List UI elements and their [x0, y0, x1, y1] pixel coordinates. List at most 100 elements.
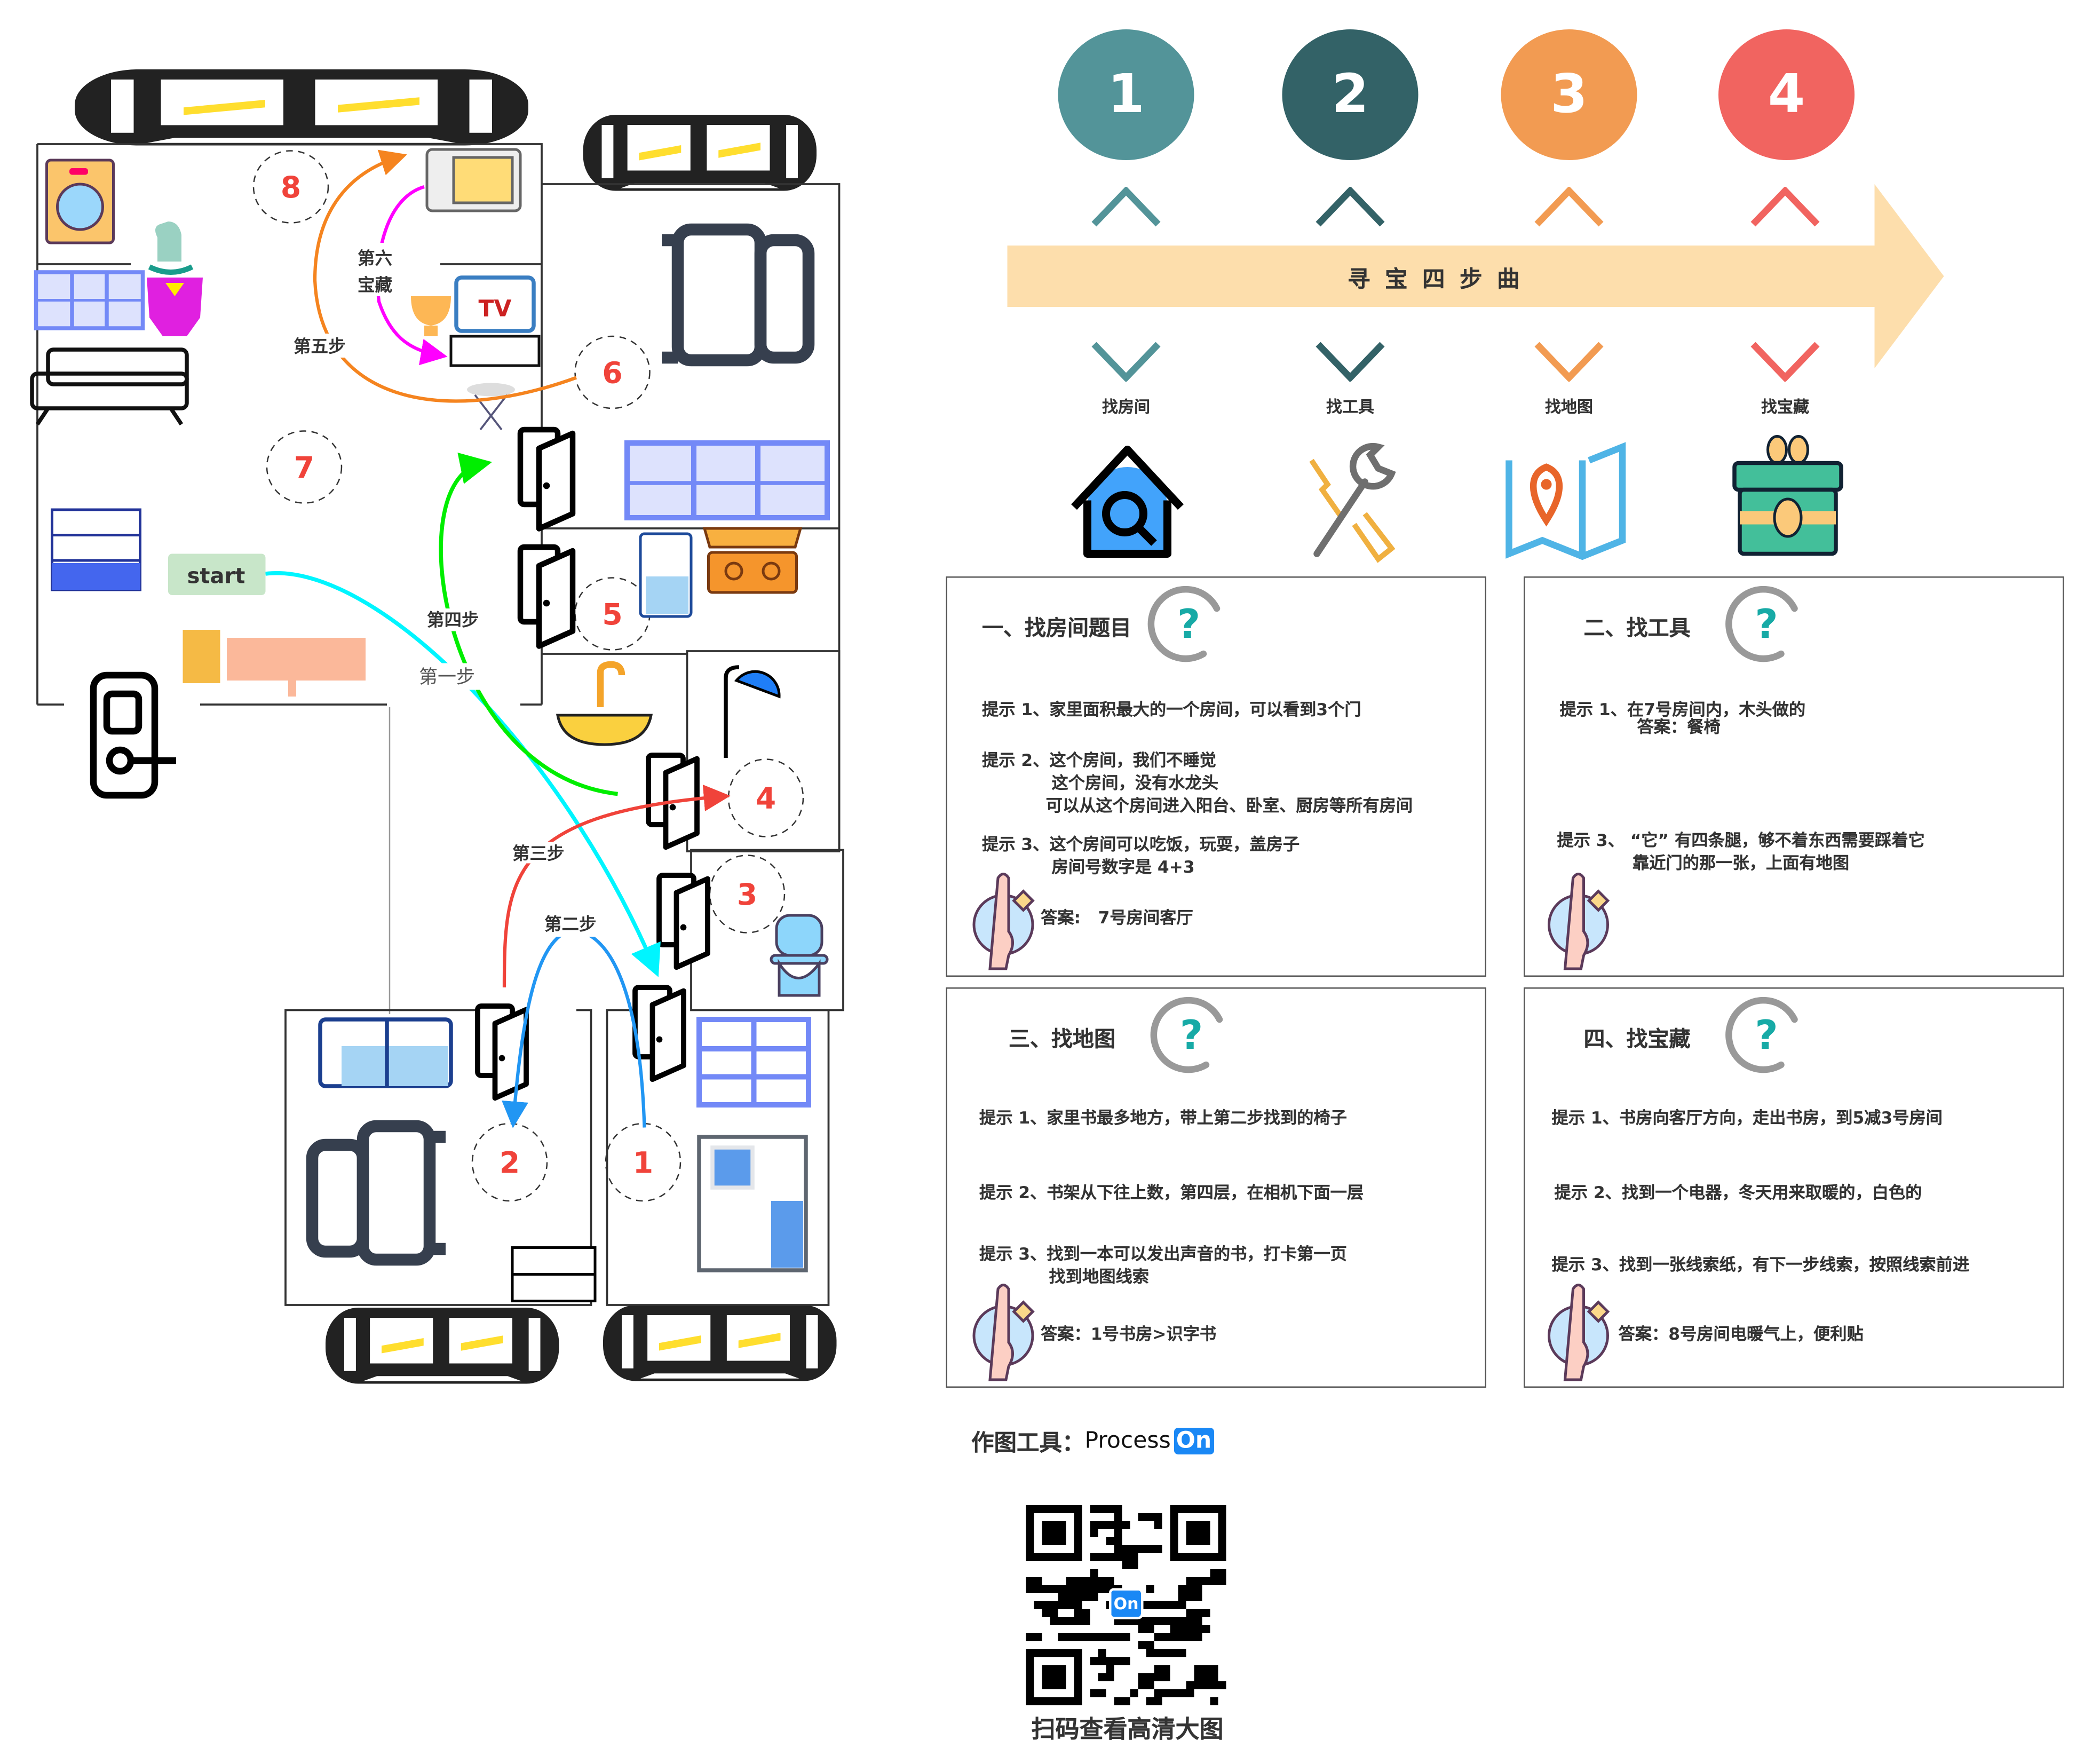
svg-text:TV: TV — [479, 296, 512, 322]
bed-icon-room6 — [662, 223, 815, 367]
question-mark-icon: ? — [1147, 586, 1221, 662]
card-find-room: 一、找房间题目 ? 提示 1、家里面积最大的一个房间，可以看到3个门 提示 2、… — [946, 576, 1486, 977]
tools-icon — [1309, 442, 1396, 563]
room-marker-1: 1 — [605, 1122, 682, 1202]
floor-plan: 8 7 6 5 4 3 2 1 — [30, 69, 844, 1384]
step-circle-1: 1 — [1058, 29, 1194, 160]
answer-text: 答案：餐椅 — [1637, 716, 1721, 737]
bookshelf-icon — [696, 1017, 811, 1108]
svg-text:start: start — [187, 564, 245, 589]
timeline-arrow-band — [1007, 246, 1875, 307]
shower-icon — [724, 665, 781, 758]
step-circle-3: 3 — [1501, 29, 1637, 160]
svg-text:4: 4 — [756, 781, 776, 816]
map-pin-icon — [1506, 442, 1626, 560]
path-step1 — [265, 571, 661, 977]
label-step1: 第一步 — [419, 667, 475, 688]
question-mark-icon: ? — [1150, 996, 1223, 1073]
sink-icon — [556, 661, 653, 746]
svg-text:?: ? — [1755, 600, 1778, 647]
hint-3: 提示 3、 “它” 有四条腿，够不着东西需要踩着它 靠近门的那一张，上面有地图 — [1557, 830, 1925, 873]
hint-3: 提示 3、找到一张线索纸，有下一步线索，按照线索前进 — [1551, 1254, 1970, 1275]
room-marker-5: 5 — [574, 577, 651, 651]
step-circle-4: 4 — [1718, 29, 1855, 160]
washing-machine-icon — [45, 159, 115, 244]
step-name-2: 找工具 — [1326, 398, 1374, 416]
door-room5 — [520, 547, 573, 646]
pointing-hand-icon — [1548, 873, 1610, 970]
svg-text:7: 7 — [294, 450, 314, 485]
hint-1: 提示 1、家里面积最大的一个房间，可以看到3个门 — [982, 699, 1361, 719]
dresser-icon — [51, 508, 141, 591]
gift-box-icon — [1732, 435, 1843, 556]
chevron-up-icon — [1091, 187, 1161, 227]
card-title: 二、找工具 — [1583, 615, 1691, 641]
card-title: 四、找宝藏 — [1583, 1026, 1691, 1052]
svg-text:1: 1 — [633, 1146, 653, 1180]
room-marker-4: 4 — [727, 758, 804, 837]
pointing-hand-icon — [972, 873, 1035, 970]
chevron-up-icon — [1750, 187, 1820, 227]
hint-3: 提示 3、这个房间可以吃饭，玩耍，盖房子 房间号数字是 4+3 — [982, 834, 1300, 877]
chevron-up-icon — [1534, 187, 1604, 227]
toilet-icon — [770, 914, 829, 997]
wardrobe-icon-room2 — [318, 1017, 453, 1088]
card-title: 一、找房间题目 — [982, 615, 1132, 641]
hint-1: 提示 1、家里书最多地方，带上第二步找到的椅子 — [979, 1108, 1347, 1128]
chevron-down-icon — [1534, 342, 1604, 382]
svg-text:?: ? — [1180, 1011, 1203, 1058]
window-bottom-right — [603, 1305, 837, 1381]
hint-2: 提示 2、书架从下往上数，第四层，在相机下面一层 — [979, 1182, 1364, 1203]
room-markers: 8 7 6 5 4 3 2 1 — [252, 150, 804, 1202]
brand-on-logo: On — [1173, 1427, 1215, 1454]
chevron-down-icon — [1316, 342, 1385, 382]
timeline-arrow-head — [1874, 184, 1944, 368]
answer-text: 答案: 7号房间客厅 — [1041, 907, 1193, 928]
svg-text:6: 6 — [602, 356, 622, 390]
card-find-treasure: 四、找宝藏 ? 提示 1、书房向客厅方向，走出书房，到5减3号房间 提示 2、找… — [1524, 987, 2064, 1388]
hint-2: 提示 2、这个房间，我们不睡觉 这个房间，没有水龙头 可以从这个房间进入阳台、卧… — [982, 750, 1413, 816]
label-step6-line1: 第六 — [358, 248, 392, 268]
step-circle-2: 2 — [1282, 29, 1419, 160]
label-step2: 第二步 — [544, 914, 597, 935]
tool-credit: 作图工具： Process On — [971, 1424, 1215, 1457]
step-name-3: 找地图 — [1544, 398, 1593, 416]
pointing-hand-icon — [972, 1284, 1035, 1381]
dining-set-icon — [183, 630, 366, 697]
start-badge: start — [168, 553, 266, 595]
svg-text:5: 5 — [602, 597, 622, 631]
chevron-up-icon — [1316, 187, 1385, 227]
tool-label: 作图工具： — [971, 1430, 1085, 1457]
timeline-title: 寻宝四步曲 — [1348, 266, 1534, 293]
window-top-right — [583, 115, 817, 191]
qr-caption: 扫码查看高清大图 — [1031, 1716, 1224, 1744]
svg-text:?: ? — [1755, 1011, 1778, 1058]
room-marker-2: 2 — [471, 1122, 548, 1202]
microwave-icon — [425, 148, 522, 212]
path-step5 — [313, 149, 577, 403]
cabinet-icon — [34, 270, 145, 330]
sofa-icon — [30, 347, 189, 426]
door-room1 — [635, 987, 684, 1079]
room-marker-3: 3 — [709, 855, 786, 934]
chevron-down-icon — [1750, 342, 1820, 382]
tv-icon: TV — [449, 275, 541, 367]
svg-text:2: 2 — [500, 1146, 520, 1180]
window-top-left — [74, 69, 528, 146]
chevron-down-icon — [1091, 342, 1161, 382]
door-room3 — [659, 875, 708, 967]
question-mark-icon: ? — [1725, 586, 1798, 662]
room-marker-6: 6 — [574, 335, 651, 409]
kitchen-cabinet-icon — [624, 440, 830, 520]
desk-computer-icon — [697, 1135, 808, 1272]
fridge-icon — [639, 532, 693, 618]
stove-icon — [702, 527, 803, 594]
qr-code[interactable]: On — [1022, 1505, 1230, 1705]
nightstand-icon — [511, 1246, 597, 1302]
card-title: 三、找地图 — [1009, 1026, 1116, 1052]
window-bottom-left — [326, 1308, 559, 1384]
qr-center-logo: On — [1114, 1595, 1139, 1613]
door-room6 — [520, 430, 573, 529]
card-find-map: 三、找地图 ? 提示 1、家里书最多地方，带上第二步找到的椅子 提示 2、书架从… — [946, 987, 1486, 1388]
